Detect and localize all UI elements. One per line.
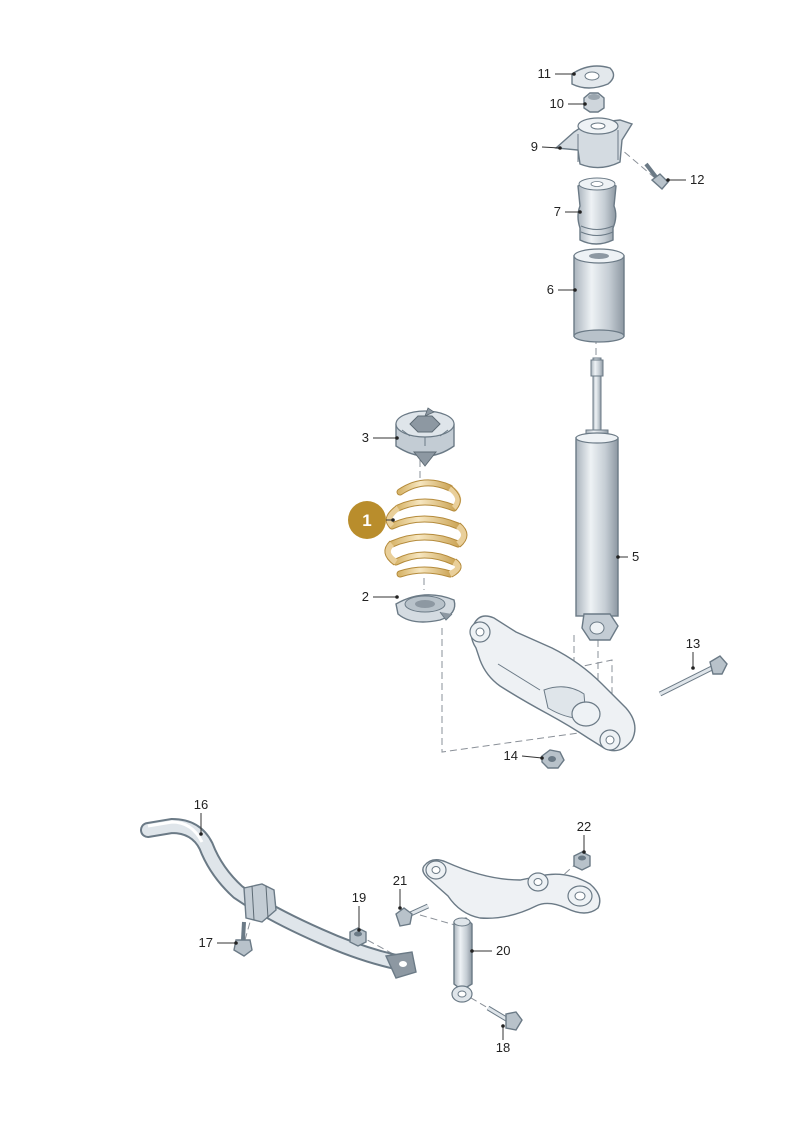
callout-1-badge[interactable]: 1 — [348, 501, 386, 539]
top-mount-part — [554, 117, 634, 169]
callout-3[interactable]: 3 — [362, 430, 369, 445]
highlight-badge-circle — [348, 501, 386, 539]
callout-7[interactable]: 7 — [554, 204, 561, 219]
callout-19[interactable]: 19 — [352, 890, 366, 905]
callout-21[interactable]: 21 — [393, 873, 407, 888]
link-nut-part — [349, 927, 367, 947]
upper-arm-nut-part — [573, 851, 591, 871]
callout-11[interactable]: 11 — [538, 66, 552, 81]
coil-spring-part — [384, 479, 468, 578]
callout-18[interactable]: 18 — [496, 1040, 510, 1055]
callout-labels: 11 10 9 12 7 6 3 2 5 13 14 16 17 19 21 2… — [194, 66, 705, 1055]
callout-12[interactable]: 12 — [690, 172, 704, 187]
callout-6[interactable]: 6 — [547, 282, 554, 297]
callout-17[interactable]: 17 — [199, 935, 213, 950]
callout-13[interactable]: 13 — [686, 636, 700, 651]
arm-bolt-part — [658, 655, 728, 697]
callout-9[interactable]: 9 — [531, 139, 538, 154]
callout-5[interactable]: 5 — [632, 549, 639, 564]
stabilizer-bar-part — [140, 817, 417, 979]
callout-22[interactable]: 22 — [577, 819, 591, 834]
callout-14[interactable]: 14 — [504, 748, 518, 763]
mount-bolt-part — [644, 162, 669, 191]
leader-lines — [199, 72, 695, 1040]
callout-1: 1 — [362, 511, 371, 530]
clamp-bolt-part — [233, 921, 253, 957]
upper-spring-seat-part — [395, 407, 455, 467]
upper-control-arm — [422, 859, 601, 919]
washer-part — [571, 65, 615, 89]
arm-nut-part — [541, 749, 565, 769]
callout-16[interactable]: 16 — [194, 797, 208, 812]
link-upper-bolt-part — [395, 903, 430, 927]
lower-control-arm — [469, 615, 636, 752]
dust-boot-part — [573, 248, 625, 343]
bump-stop-part — [577, 177, 617, 245]
shock-absorber-part — [575, 357, 619, 641]
stabilizer-link-part — [451, 917, 473, 1003]
link-lower-bolt-part — [486, 1005, 523, 1031]
callout-2[interactable]: 2 — [362, 589, 369, 604]
callout-10[interactable]: 10 — [550, 96, 564, 111]
top-nut-part — [583, 92, 605, 113]
lower-spring-seat-part — [395, 594, 456, 623]
callout-20[interactable]: 20 — [496, 943, 510, 958]
